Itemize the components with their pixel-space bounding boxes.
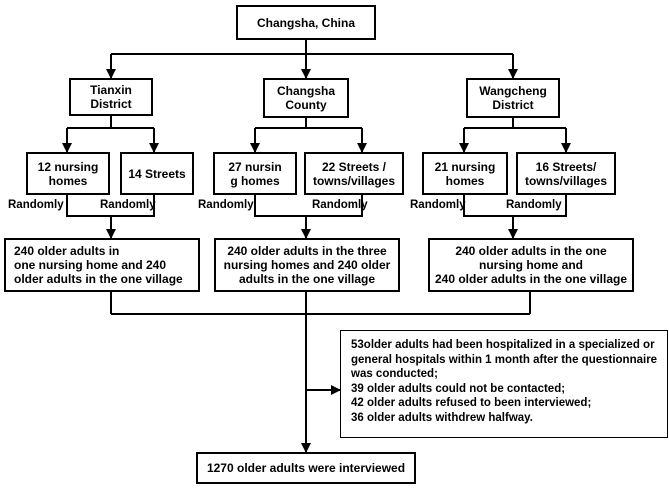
final-box: 1270 older adults were interviewed	[196, 452, 416, 484]
district-box-changsha-county: Changsha County	[263, 78, 349, 118]
nursing-homes-line1: 21 nursing	[434, 159, 496, 174]
district-box-wangcheng: Wangcheng District	[466, 78, 560, 118]
exclusion-item: 36 older adults withdrew halfway.	[351, 411, 533, 424]
sample-line2: one nursing home and 240	[14, 258, 167, 272]
streets-line2: towns/villages	[312, 173, 396, 188]
streets-box-tianxin: 14 Streets	[120, 152, 194, 195]
randomly-label-left-changsha-county: Randomly	[198, 199, 254, 211]
nursing-homes-line2: homes	[48, 173, 88, 188]
nursing-homes-line2: homes	[445, 173, 485, 188]
connector-wangcheng-merge	[463, 195, 567, 217]
sample-line2: nursing home and	[478, 258, 583, 272]
randomly-label-right-wangcheng: Randomly	[506, 199, 562, 211]
sample-line2: nursing homes and 240 older	[223, 258, 391, 272]
root-box: Changsha, China	[236, 5, 376, 40]
streets-label: 14 Streets	[128, 166, 186, 181]
sample-line1: 240 older adults in the three	[227, 244, 387, 258]
sample-line1: 240 older adults in	[14, 244, 120, 258]
connector-county-merge	[254, 195, 363, 217]
sample-line3: adults in the one village	[238, 272, 376, 286]
streets-box-wangcheng: 16 Streets/ towns/villages	[516, 152, 616, 195]
sample-box-wangcheng: 240 older adults in the one nursing home…	[428, 238, 634, 292]
exclusion-item: 53older adults had been hospitalized in …	[351, 339, 658, 380]
district-title-line2: District	[90, 97, 132, 111]
sample-line3: older adults in the one village	[14, 272, 183, 286]
sample-line3: 240 older adults in the one village	[434, 272, 628, 286]
district-title-line1: Wangcheng	[479, 84, 547, 98]
nursing-homes-line1: 12 nursing	[37, 159, 99, 174]
randomly-label-right-changsha-county: Randomly	[312, 199, 368, 211]
randomly-label-left-wangcheng: Randomly	[410, 199, 466, 211]
nursing-homes-line1: 27 nursin	[228, 159, 282, 174]
randomly-label-left-tianxin: Randomly	[8, 199, 64, 211]
streets-line2: towns/villages	[524, 173, 608, 188]
sample-box-tianxin: 240 older adults in one nursing home and…	[4, 238, 200, 292]
nursing-homes-box-tianxin: 12 nursing homes	[26, 152, 110, 195]
randomly-label-right-tianxin: Randomly	[100, 199, 156, 211]
streets-line1: 16 Streets/	[535, 159, 597, 174]
district-title-line2: District	[492, 98, 534, 112]
nursing-homes-box-wangcheng: 21 nursing homes	[422, 152, 508, 195]
streets-line1: 22 Streets /	[321, 159, 387, 174]
sample-line1: 240 older adults in the one	[455, 244, 607, 258]
exclusion-box: 53older adults had been hospitalized in …	[340, 330, 668, 438]
root-label: Changsha, China	[256, 15, 355, 30]
district-title-line1: Changsha	[276, 84, 335, 98]
district-title-line2: County	[285, 98, 327, 112]
sample-box-changsha-county: 240 older adults in the three nursing ho…	[214, 238, 400, 292]
district-box-tianxin: Tianxin District	[69, 78, 153, 116]
streets-box-changsha-county: 22 Streets / towns/villages	[304, 152, 404, 195]
district-title-line1: Tianxin	[90, 83, 132, 97]
exclusion-item: 39 older adults could not be contacted;	[351, 382, 566, 395]
exclusion-item: 42 older adults refused to been intervie…	[351, 397, 592, 409]
final-label: 1270 older adults were interviewed	[206, 461, 406, 475]
nursing-homes-box-changsha-county: 27 nursin g homes	[213, 152, 297, 195]
nursing-homes-line2: g homes	[230, 173, 280, 188]
